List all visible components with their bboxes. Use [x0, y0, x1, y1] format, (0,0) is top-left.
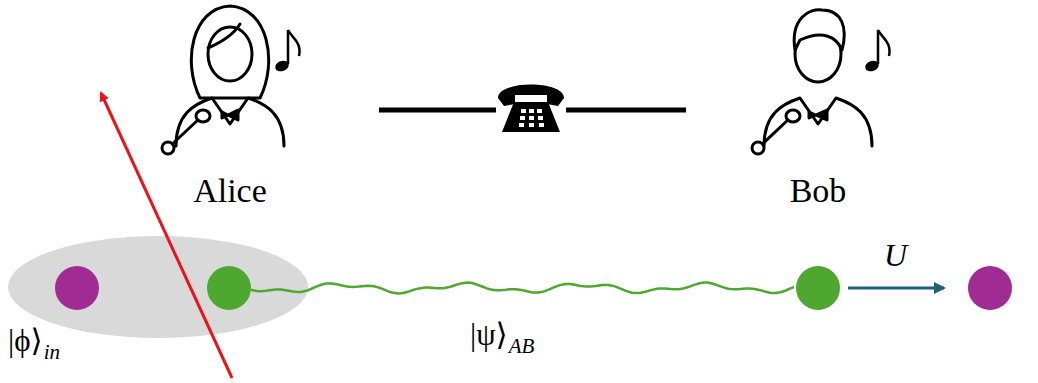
state-label: |ψ⟩ [470, 318, 508, 352]
state-label: |ϕ⟩ [8, 324, 43, 358]
input-qubit [55, 266, 99, 310]
person-node: Bob [708, 2, 928, 210]
music-note [864, 30, 890, 73]
person-name: Bob [708, 171, 928, 210]
entanglement-line [251, 283, 794, 294]
music-note [274, 30, 300, 73]
unitary-arrow [848, 287, 944, 290]
alice-qubit [207, 266, 251, 310]
measurement-region [8, 236, 308, 338]
person-node: Alice [121, 2, 339, 210]
state-subscript: in [44, 341, 60, 364]
bob-figure [752, 10, 872, 154]
output-qubit [968, 266, 1012, 310]
alice-figure [162, 6, 284, 154]
unitary-label: U [884, 238, 907, 273]
telephone-icon [496, 85, 566, 133]
person-name: Alice [121, 171, 339, 210]
bob-qubit [796, 266, 840, 310]
state-subscript: AB [509, 335, 535, 358]
